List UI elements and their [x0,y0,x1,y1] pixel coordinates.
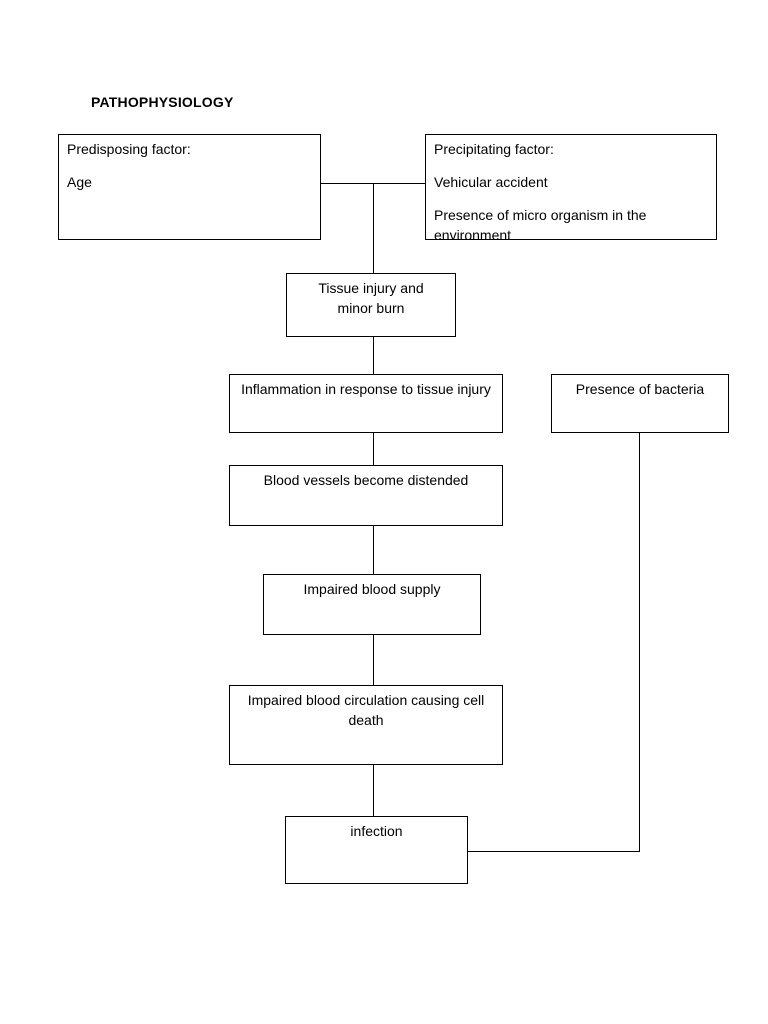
page-title: PATHOPHYSIOLOGY [91,94,234,110]
precipitating-item-vehicular-accident: Vehicular accident [434,174,548,190]
inflammation-text: Inflammation in response to tissue injur… [241,381,491,397]
bacteria-text: Presence of bacteria [575,381,705,397]
tissue-injury-text: Tissue injury and minor burn [318,280,424,316]
connector-bacteria-to-infection [467,432,640,852]
precipitating-heading: Precipitating factor: [434,141,554,157]
infection-text: infection [350,823,403,839]
cell-death-text: Impaired blood circulation causing cell … [247,692,485,728]
predisposing-item-age: Age [67,174,92,190]
cell-death-box: Impaired blood circulation causing cell … [229,685,503,765]
predisposing-factor-box: Predisposing factor: Age [58,134,321,240]
blood-vessels-distended-box: Blood vessels become distended [229,465,503,526]
inflammation-box: Inflammation in response to tissue injur… [229,374,503,433]
blood-vessels-distended-text: Blood vessels become distended [263,472,469,488]
infection-box: infection [285,816,468,884]
tissue-injury-box: Tissue injury and minor burn [286,273,456,337]
precipitating-factor-box: Precipitating factor: Vehicular accident… [425,134,717,240]
impaired-blood-supply-box: Impaired blood supply [263,574,481,635]
predisposing-heading: Predisposing factor: [67,141,191,157]
bacteria-box: Presence of bacteria [551,374,729,433]
impaired-blood-supply-text: Impaired blood supply [303,581,441,597]
precipitating-item-micro-organism: Presence of micro organism in the enviro… [434,207,647,240]
